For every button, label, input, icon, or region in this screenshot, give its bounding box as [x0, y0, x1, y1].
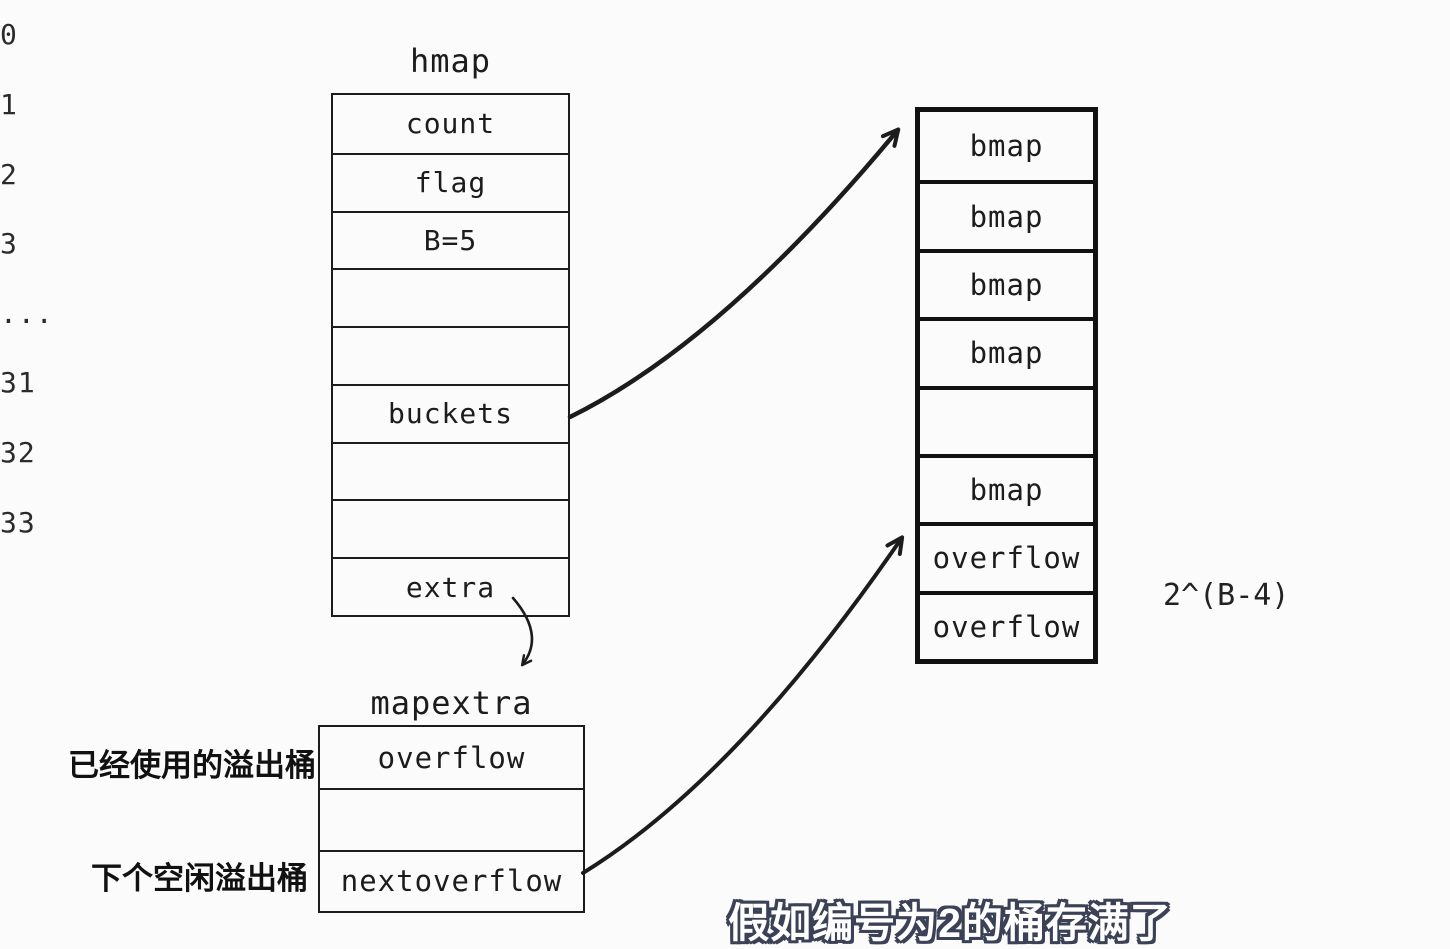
hmap-field-buckets: buckets [333, 383, 568, 442]
subtitle-caption: 假如编号为2的桶存满了 [728, 900, 1172, 946]
hmap-field-empty-1 [333, 268, 568, 326]
hmap-field-empty-2 [333, 326, 568, 384]
bucket-index-33: 33 [0, 505, 36, 539]
hmap-field-flag: flag [333, 152, 568, 211]
bucket-count-formula: 2^(B-4) [1163, 578, 1290, 613]
hmap-field-empty-3 [333, 441, 568, 500]
bucket-index-1: 1 [0, 87, 18, 121]
bucket-cell-33: overflow [920, 590, 1093, 659]
hmap-struct: count flag B=5 buckets extra [331, 93, 570, 617]
bucket-cell-1: bmap [920, 180, 1093, 248]
nextoverflow-annotation: 下个空闲溢出桶 [91, 861, 308, 896]
bucket-index-0: 0 [0, 18, 18, 52]
bucket-cell-2: bmap [920, 248, 1093, 317]
bucket-cell-0: bmap [969, 129, 1044, 164]
nextoverflow-to-overflow-arrow [581, 535, 905, 875]
hmap-field-extra: extra [333, 557, 568, 615]
bucket-array: bmap bmap bmap bmap bmap overflow overfl… [915, 107, 1098, 664]
bucket-cell-32: overflow [920, 522, 1093, 590]
hmap-title: hmap [409, 42, 492, 80]
hmap-field-empty-4 [333, 499, 568, 557]
bucket-index-column: 0 1 2 3 ... 31 32 33 [0, 0, 90, 557]
bucket-index-31: 31 [0, 366, 36, 400]
bucket-index-ellipsis: ... [0, 296, 54, 330]
mapextra-field-empty [320, 788, 583, 849]
bucket-index-2: 2 [0, 157, 18, 191]
hmap-field-count: count [405, 107, 496, 141]
bucket-index-3: 3 [0, 227, 18, 261]
mapextra-field-overflow: overflow [377, 740, 526, 775]
hmap-field-b: B=5 [333, 210, 568, 269]
overflow-annotation: 已经使用的溢出桶 [68, 748, 316, 783]
bucket-cell-3: bmap [920, 317, 1093, 385]
bucket-cell-ellipsis [920, 385, 1093, 454]
mapextra-title: mapextra [370, 684, 533, 722]
mapextra-struct: overflow nextoverflow [318, 725, 585, 913]
mapextra-field-nextoverflow: nextoverflow [320, 849, 583, 911]
buckets-to-array-arrow [567, 127, 901, 420]
bucket-cell-31: bmap [920, 453, 1093, 522]
bucket-index-32: 32 [0, 436, 36, 470]
